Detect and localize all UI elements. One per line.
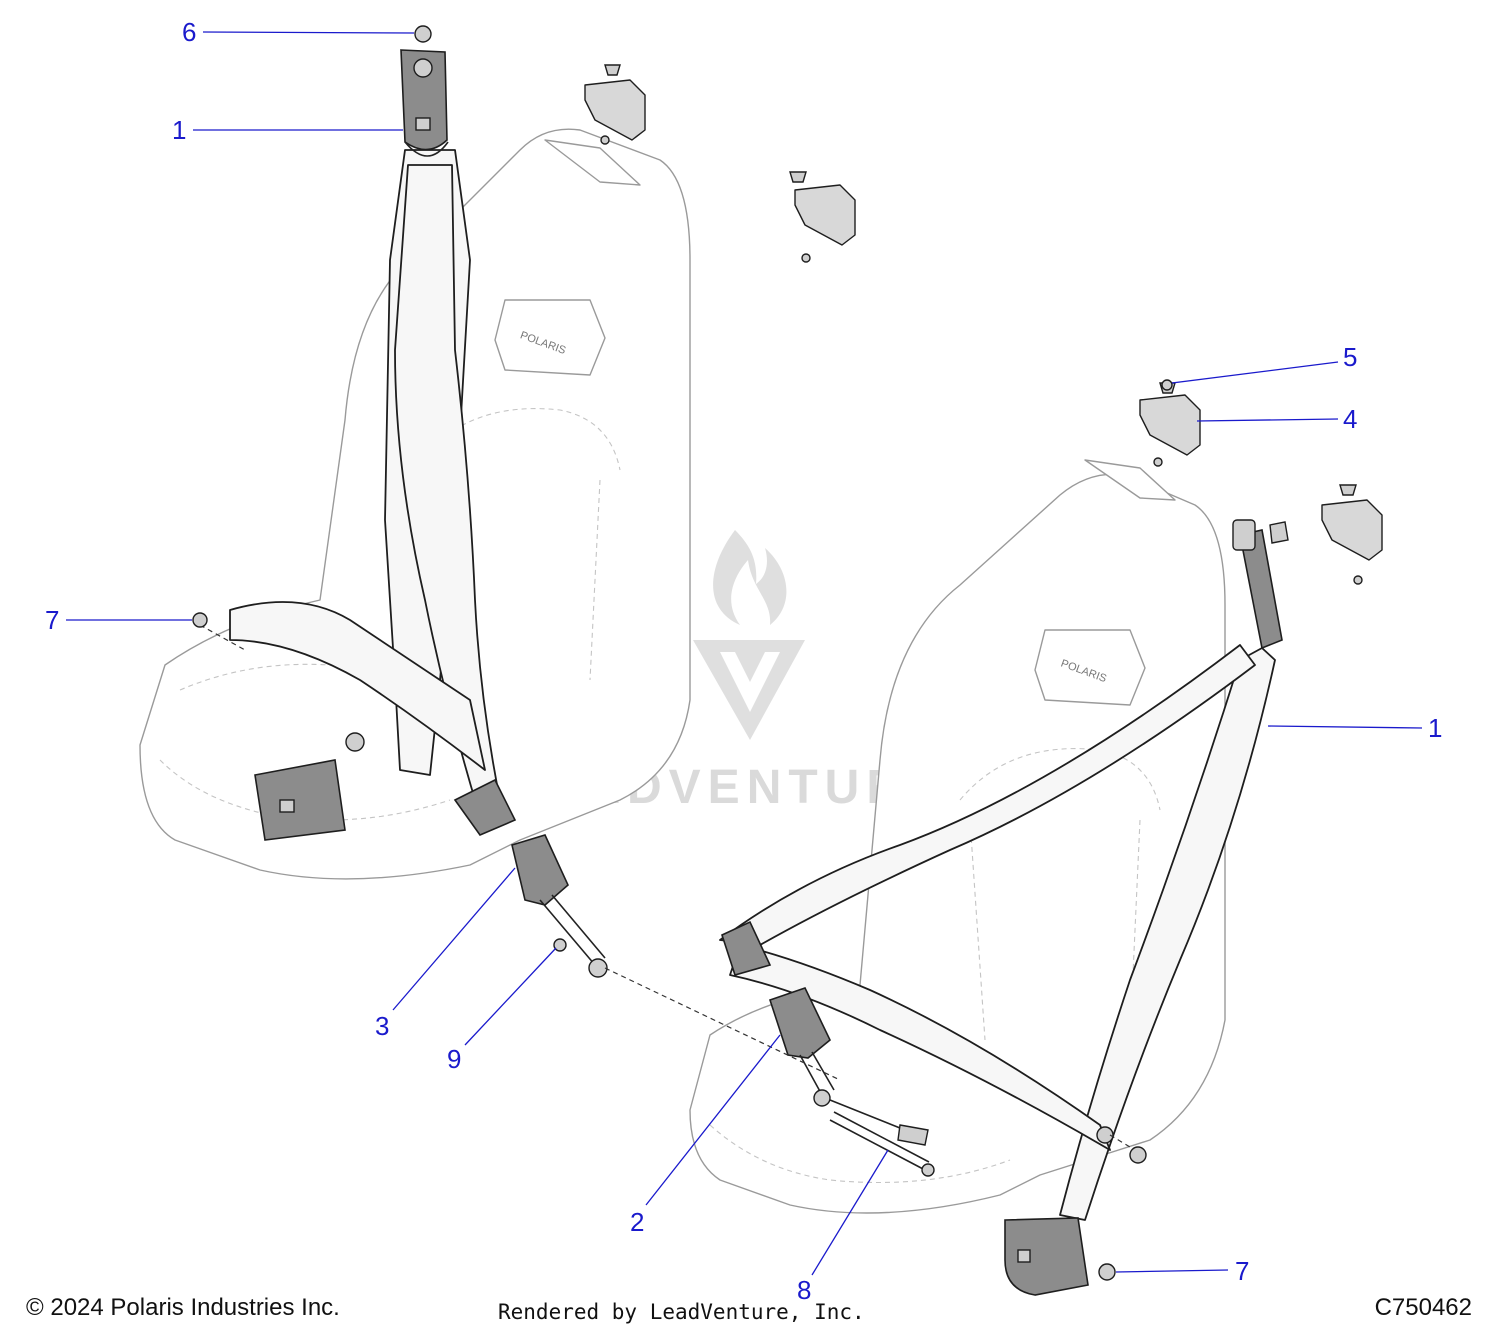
nut-top[interactable]	[414, 25, 432, 43]
rendered-by-text: Rendered by LeadVenture, Inc.	[498, 1300, 865, 1324]
bracket-top-left[interactable]	[584, 64, 646, 145]
callout-6[interactable]: 6	[182, 17, 196, 47]
buckle-right[interactable]	[768, 987, 906, 1131]
callout-7-left[interactable]: 7	[45, 605, 59, 635]
callout-7-right[interactable]: 7	[1235, 1256, 1249, 1286]
nut-left[interactable]	[192, 612, 208, 628]
buckle-left[interactable]	[511, 834, 608, 978]
bracket-right-upper[interactable]	[1139, 382, 1201, 467]
screw-top-right[interactable]	[1161, 379, 1173, 391]
assembly-line-2	[1109, 1134, 1136, 1151]
bracket-right-lower[interactable]	[1321, 484, 1383, 585]
leader-lines	[66, 31, 1423, 1276]
callout-5[interactable]: 5	[1343, 342, 1357, 372]
bracket-top-center[interactable]	[789, 171, 856, 263]
callout-2[interactable]: 2	[630, 1207, 644, 1237]
assembly-line	[604, 967, 841, 1081]
sensor-rod[interactable]	[829, 1111, 935, 1177]
drawing-id: C750462	[1374, 1294, 1472, 1321]
callout-1-right[interactable]: 1	[1428, 713, 1442, 743]
callout-8[interactable]: 8	[797, 1275, 811, 1305]
copyright-text: © 2024 Polaris Industries Inc.	[26, 1294, 340, 1321]
watermark-logo	[693, 530, 805, 740]
callout-1-left[interactable]: 1	[172, 115, 186, 145]
nut-right-seat[interactable]	[1129, 1146, 1147, 1164]
right-seat-belt[interactable]	[719, 519, 1289, 1296]
nut-bottom-right[interactable]	[1098, 1263, 1116, 1281]
callout-9[interactable]: 9	[447, 1044, 461, 1074]
left-seat-belt[interactable]	[229, 49, 517, 841]
callout-4[interactable]: 4	[1343, 404, 1357, 434]
callout-3[interactable]: 3	[375, 1011, 389, 1041]
